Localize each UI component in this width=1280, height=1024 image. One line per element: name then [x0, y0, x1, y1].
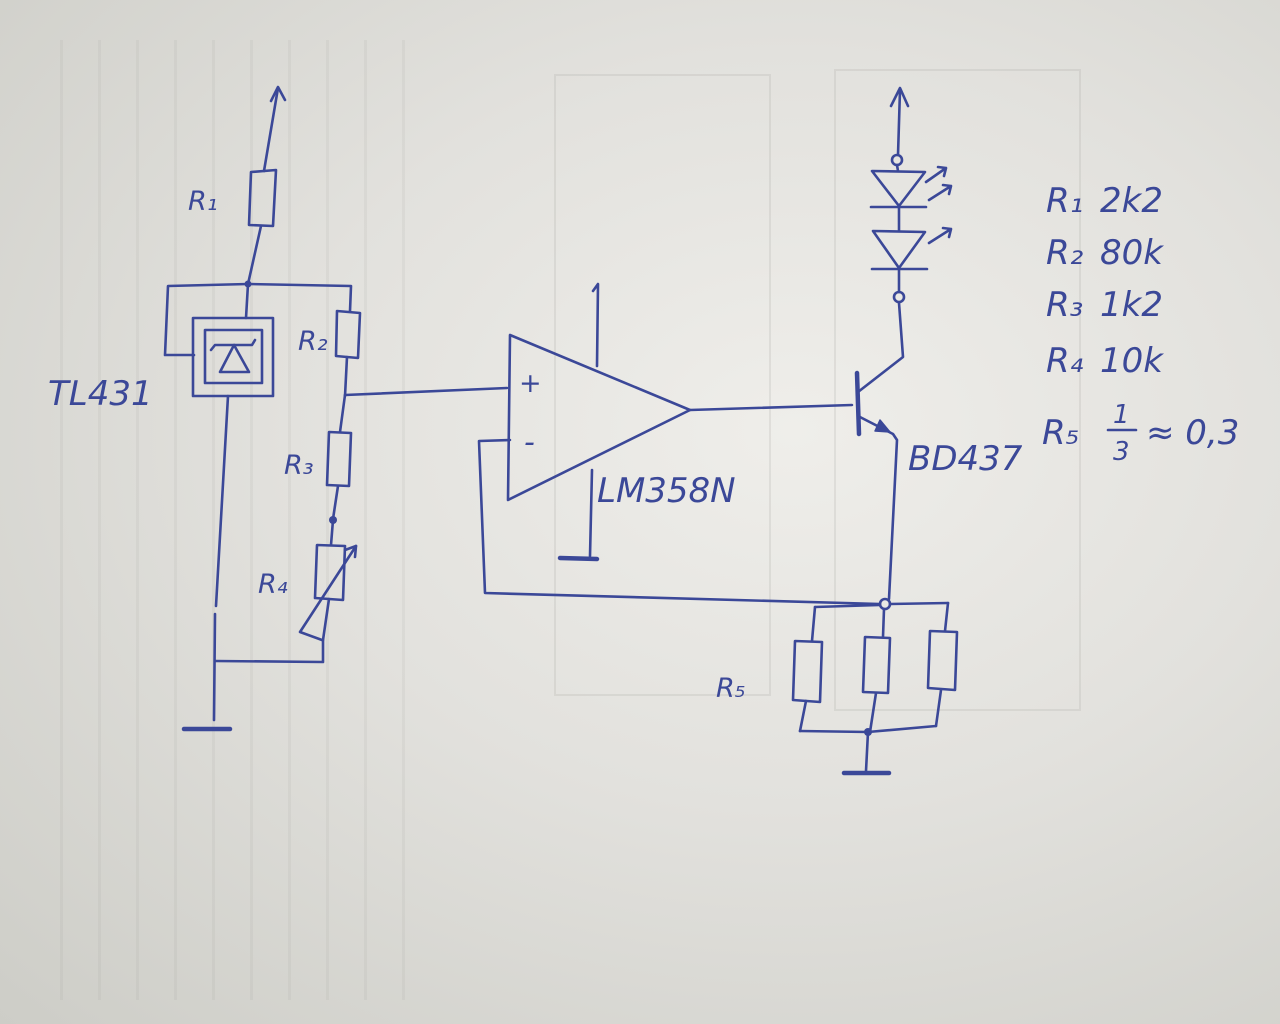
resistor-r3 [325, 430, 353, 488]
junction-emitter-r5 [878, 597, 892, 611]
zener-triangle [218, 343, 251, 374]
tl431-label: TL431 [48, 374, 153, 414]
ghost-box-2 [834, 69, 1081, 711]
wire-tl431-cathode [244, 282, 250, 320]
part-value: ≈ 0,3 [1146, 413, 1239, 453]
r4-arrowhead [343, 544, 358, 559]
fraction-denominator: 3 [1113, 437, 1130, 467]
resistor-r2 [334, 309, 362, 360]
tl431-outer-box [191, 316, 275, 398]
wire-tl431-anode-ground [212, 394, 230, 722]
part-name: R₁ [1046, 181, 1083, 221]
wire-r5-ground [864, 730, 870, 773]
opamp-section: + - LM358N [477, 282, 882, 606]
ground-symbol-opamp [557, 555, 600, 562]
led-2-emission-arrow [927, 226, 953, 245]
ghost-box-1 [554, 74, 771, 696]
wire-led-top [895, 163, 900, 173]
part-name: R₄ [1046, 341, 1084, 381]
wire-opamp-output-base [688, 403, 854, 412]
divider-section: R₂ R₃ R₄ [258, 309, 509, 642]
wire-feedback [477, 438, 882, 606]
transistor-emitter [856, 414, 899, 601]
led-1 [869, 165, 953, 209]
r5c-bottom-lead [934, 688, 943, 728]
part-name: R₂ [1046, 233, 1084, 273]
r4-variable-line [298, 544, 358, 642]
wire-supply-r1 [262, 86, 280, 173]
wire-node-r3 [338, 393, 347, 434]
led-2 [870, 226, 953, 271]
wire-dot-r4 [329, 518, 335, 547]
led-2-triangle [871, 229, 927, 270]
transistor-collector [856, 301, 905, 394]
tl431-symbol [191, 316, 275, 398]
parts-list-row-r5: R₅ 1 3 ≈ 0,3 [1042, 400, 1239, 467]
opamp-plus-label: + [519, 368, 542, 399]
led-1-emission-arrow-b [927, 183, 953, 202]
r4-label: R₄ [258, 569, 288, 600]
parts-list: R₁ 2k2 R₂ 80k R₃ 1k2 R₄ 10k R₅ 1 3 ≈ 0,3 [1042, 181, 1239, 467]
zener-bar [209, 338, 257, 352]
wire-r2-node [343, 355, 349, 398]
led-1-emission-arrow-a [924, 165, 948, 184]
r2-label: R₂ [298, 326, 328, 357]
opamp-ground-pin [588, 468, 594, 558]
r5-section: R₅ [716, 597, 959, 776]
transistor-bd437 [854, 301, 905, 601]
part-name: R₅ [1042, 413, 1079, 453]
supply-arrow-right [889, 86, 910, 108]
parts-list-row-r2: R₂ 80k [1046, 233, 1164, 273]
wire-r3-r4 [331, 484, 340, 521]
r5a-bottom-lead [798, 699, 808, 733]
wire-r4-bottom [321, 597, 331, 642]
led-1-triangle [870, 169, 927, 208]
thermistor-r4 [298, 543, 358, 642]
wire-r1-junction [246, 224, 263, 286]
resistor-r5b [861, 635, 892, 695]
transistor-base-bar [854, 370, 862, 437]
part-value: 10k [1100, 341, 1164, 381]
resistor-r5a [791, 639, 824, 704]
r1-label: R₁ [188, 186, 218, 217]
r5b-bottom-lead [868, 691, 878, 734]
r5a-top-lead [810, 605, 817, 643]
resistor-r1 [247, 168, 278, 228]
emitter-arrowhead [874, 419, 891, 433]
parts-list-row-r3: R₃ 1k2 [1046, 285, 1163, 325]
paper-ghost-marks [554, 69, 1081, 711]
reference-section: R₁ TL431 [48, 85, 353, 732]
opamp-power-pin [591, 282, 600, 368]
r5c-top-lead [943, 601, 950, 633]
terminal-led-top [890, 153, 904, 167]
wire-tl431-ref-loop [163, 282, 250, 357]
output-section: BD437 [854, 86, 1023, 601]
r5-label: R₅ [716, 673, 746, 704]
transistor-label: BD437 [908, 439, 1023, 479]
wire-r1-r2 [246, 282, 353, 313]
parts-list-row-r4: R₄ 10k [1046, 341, 1164, 381]
r5-top-bus [813, 601, 950, 609]
wire-supply-led [896, 88, 902, 157]
parts-list-row-r1: R₁ 2k2 [1046, 181, 1163, 221]
fraction-numerator: 1 [1113, 400, 1130, 430]
r5b-top-lead [881, 607, 886, 639]
opamp-triangle [506, 333, 692, 502]
tl431-inner-box [203, 328, 264, 385]
part-value: 80k [1100, 233, 1164, 273]
part-value: 1k2 [1100, 285, 1163, 325]
r3-label: R₃ [284, 450, 314, 481]
part-value: 2k2 [1100, 181, 1163, 221]
resistor-r5c [926, 629, 959, 692]
opamp-label: LM358N [597, 471, 736, 511]
opamp-minus-label: - [524, 425, 535, 460]
terminal-led-bottom [892, 290, 906, 304]
resistor-r4 [313, 543, 347, 602]
wire-r4-ground [213, 638, 325, 664]
part-name: R₃ [1046, 285, 1083, 325]
wire-divider-to-plus [343, 386, 509, 397]
